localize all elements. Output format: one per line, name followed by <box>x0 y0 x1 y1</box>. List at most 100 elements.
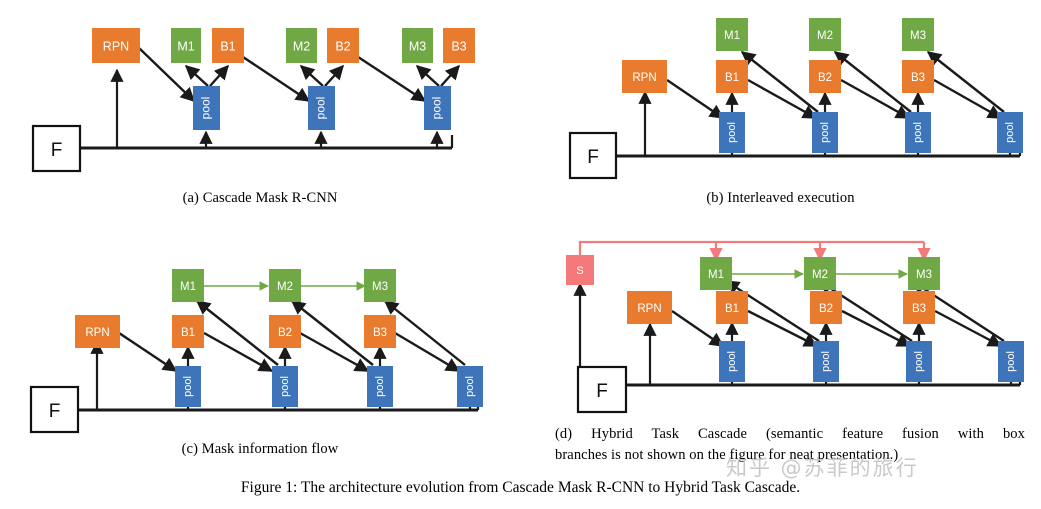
node-label-box-1-c: B1 <box>181 327 195 339</box>
node-box-3-c: B3 <box>364 315 396 348</box>
node-box-2-d: B2 <box>810 291 842 324</box>
node-label-box-1-d: B1 <box>725 303 739 315</box>
node-label-box-1-b: B1 <box>725 72 739 84</box>
node-label-feature-c: F <box>49 401 61 422</box>
panel-cascade-mask-rcnn: F RPN M1 B1 M2 B2 <box>0 0 520 230</box>
node-semantic-d: S <box>566 255 594 285</box>
node-pool-2-a: pool <box>308 86 335 130</box>
node-label-box-3-d: B3 <box>912 303 926 315</box>
node-pool-3-a: pool <box>424 86 451 130</box>
node-label-mask-1-a: M1 <box>177 40 194 54</box>
diagram-b: F RPN B1 B2 B3 M1 <box>568 18 1023 180</box>
node-rpn-d: RPN <box>627 291 672 324</box>
node-mask-1-c: M1 <box>172 269 204 302</box>
box-to-pool-b <box>666 78 1003 120</box>
node-label-box-2-b: B2 <box>818 72 832 84</box>
node-pool-2-b: pool <box>812 112 838 153</box>
node-label-pool-4-c: pool <box>464 376 476 397</box>
node-pool-4-d: pool <box>998 341 1024 382</box>
node-label-box-2-c: B2 <box>278 327 292 339</box>
node-label-pool-3-a: pool <box>430 97 444 120</box>
pool-to-box-c <box>181 345 387 366</box>
node-label-pool-1-d: pool <box>726 351 738 372</box>
node-label-feature-b: F <box>587 147 599 168</box>
node-pool-3-d: pool <box>906 341 932 382</box>
node-label-pool-1-b: pool <box>726 122 738 143</box>
node-label-pool-2-a: pool <box>314 97 328 120</box>
pool-to-box-d <box>725 321 926 341</box>
node-box-1-b: B1 <box>716 60 748 93</box>
node-pool-4-c: pool <box>457 366 483 407</box>
node-label-mask-3-a: M3 <box>409 40 426 54</box>
node-mask-3-a: M3 <box>402 28 433 63</box>
node-label-mask-1-c: M1 <box>180 281 196 293</box>
node-label-box-2-a: B2 <box>335 40 350 54</box>
panel-caption-d-line1: (d) Hybrid Task Cascade (semantic featur… <box>555 426 1025 442</box>
node-label-pool-2-c: pool <box>279 376 291 397</box>
head-links-a <box>184 64 460 87</box>
node-label-mask-1-b: M1 <box>724 30 740 42</box>
node-label-box-2-d: B2 <box>819 303 833 315</box>
node-pool-3-c: pool <box>367 366 393 407</box>
node-label-box-3-c: B3 <box>373 327 387 339</box>
node-label-mask-2-a: M2 <box>293 40 310 54</box>
node-pool-3-b: pool <box>905 112 931 153</box>
node-label-pool-4-d: pool <box>1005 351 1017 372</box>
panel-caption-a: (a) Cascade Mask R-CNN <box>182 190 338 206</box>
node-label-pool-2-b: pool <box>819 122 831 143</box>
node-label-mask-3-b: M3 <box>910 30 926 42</box>
panel-caption-c: (c) Mask information flow <box>181 441 339 457</box>
node-pool-2-d: pool <box>813 341 839 382</box>
node-rpn-a: RPN <box>92 28 140 63</box>
node-label-mask-2-c: M2 <box>277 281 293 293</box>
panel-mask-information-flow: F RPN B1 B2 B3 M1 <box>0 230 520 475</box>
node-label-semantic-d: S <box>576 265 583 277</box>
node-feature-b: F <box>568 131 618 180</box>
node-box-1-d: B1 <box>716 291 748 324</box>
node-mask-2-d: M2 <box>804 257 836 290</box>
node-mask-3-b: M3 <box>902 18 934 51</box>
node-label-mask-1-d: M1 <box>708 269 724 281</box>
node-mask-2-b: M2 <box>809 18 841 51</box>
node-pool-1-c: pool <box>175 366 201 407</box>
node-label-mask-3-d: M3 <box>916 269 932 281</box>
node-label-box-1-a: B1 <box>220 40 235 54</box>
feature-bus-a <box>80 135 454 150</box>
node-box-1-c: B1 <box>172 315 204 348</box>
node-box-2-c: B2 <box>269 315 301 348</box>
cascade-links-a <box>138 47 427 103</box>
node-label-pool-1-a: pool <box>199 97 213 120</box>
node-label-pool-3-c: pool <box>374 376 386 397</box>
node-label-pool-3-b: pool <box>912 122 924 143</box>
node-mask-1-b: M1 <box>716 18 748 51</box>
node-mask-3-d: M3 <box>908 257 940 290</box>
node-label-mask-2-b: M2 <box>817 30 833 42</box>
figure-caption: Figure 1: The architecture evolution fro… <box>240 479 801 496</box>
node-label-pool-4-b: pool <box>1004 122 1016 143</box>
node-label-pool-2-d: pool <box>820 351 832 372</box>
node-label-mask-3-c: M3 <box>372 281 388 293</box>
box-to-pool-d <box>671 309 1003 348</box>
node-mask-2-c: M2 <box>269 269 301 302</box>
node-box-3-d: B3 <box>903 291 935 324</box>
node-label-rpn-d: RPN <box>637 303 661 315</box>
node-label-rpn-a: RPN <box>103 40 129 54</box>
node-feature-d: F <box>576 365 628 414</box>
node-rpn-b: RPN <box>622 60 667 93</box>
node-label-pool-1-c: pool <box>182 376 194 397</box>
diagram-a: F RPN M1 B1 M2 B2 <box>31 28 475 173</box>
node-box-3-b: B3 <box>902 60 934 93</box>
node-feature-a: F <box>31 124 82 173</box>
semantic-fusion-bus-d <box>578 240 931 262</box>
diagram-c: F RPN B1 B2 B3 M1 <box>29 269 483 434</box>
pool-to-mask-d <box>724 279 1005 343</box>
node-mask-2-a: M2 <box>286 28 317 63</box>
node-label-box-3-b: B3 <box>911 72 925 84</box>
box-to-pool-c <box>118 331 461 373</box>
pool-to-mask-b <box>740 51 1005 113</box>
node-box-1-a: B1 <box>212 28 244 63</box>
node-label-feature-d: F <box>596 381 608 402</box>
node-label-feature-a: F <box>51 140 63 161</box>
node-mask-3-c: M3 <box>364 269 396 302</box>
node-pool-2-c: pool <box>272 366 298 407</box>
